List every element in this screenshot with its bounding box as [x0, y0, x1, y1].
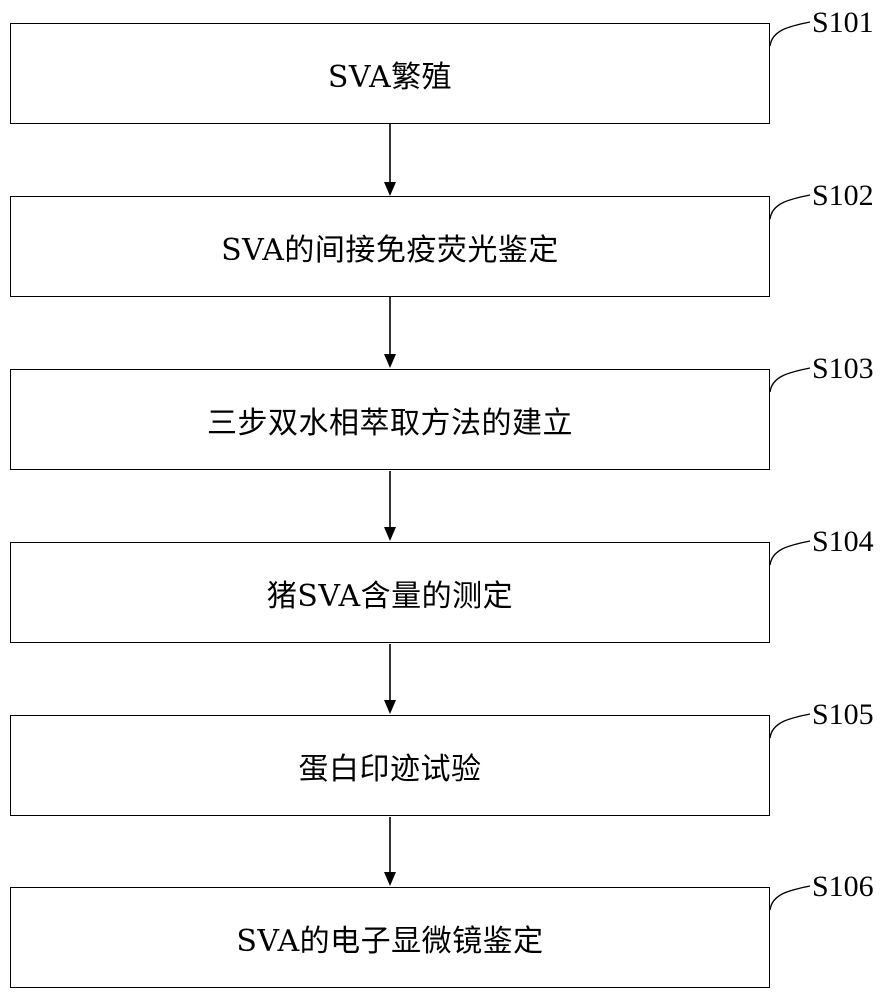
step-box-s101: SVA繁殖	[10, 23, 770, 124]
leader-s105	[769, 713, 811, 739]
arrow-s103-s104	[384, 471, 396, 541]
step-label: SVA的间接免疫荧光鉴定	[221, 232, 559, 268]
step-box-s102: SVA的间接免疫荧光鉴定	[10, 196, 770, 297]
step-label: 猪SVA含量的测定	[266, 578, 514, 614]
leader-s103	[769, 367, 811, 393]
step-id-s101: S101	[812, 6, 874, 39]
step-label: 三步双水相萃取方法的建立	[207, 405, 573, 441]
step-id-s103: S103	[812, 352, 874, 385]
arrow-s102-s103	[384, 297, 396, 368]
arrow-s105-s106	[384, 817, 396, 886]
leader-s102	[769, 194, 811, 220]
step-box-s106: SVA的电子显微镜鉴定	[10, 887, 770, 988]
step-id-s102: S102	[812, 179, 874, 212]
arrow-s101-s102	[384, 124, 396, 196]
step-id-s106: S106	[812, 870, 874, 903]
step-label: SVA的电子显微镜鉴定	[236, 923, 544, 959]
step-box-s105: 蛋白印迹试验	[10, 715, 770, 816]
leader-s106	[769, 885, 811, 911]
arrow-s104-s105	[384, 644, 396, 714]
leader-s104	[769, 540, 811, 566]
leader-s101	[769, 21, 811, 47]
step-label: 蛋白印迹试验	[298, 751, 482, 787]
step-id-s104: S104	[812, 525, 874, 558]
step-box-s104: 猪SVA含量的测定	[10, 542, 770, 643]
step-box-s103: 三步双水相萃取方法的建立	[10, 369, 770, 470]
step-id-s105: S105	[812, 698, 874, 731]
step-label: SVA繁殖	[327, 59, 453, 95]
